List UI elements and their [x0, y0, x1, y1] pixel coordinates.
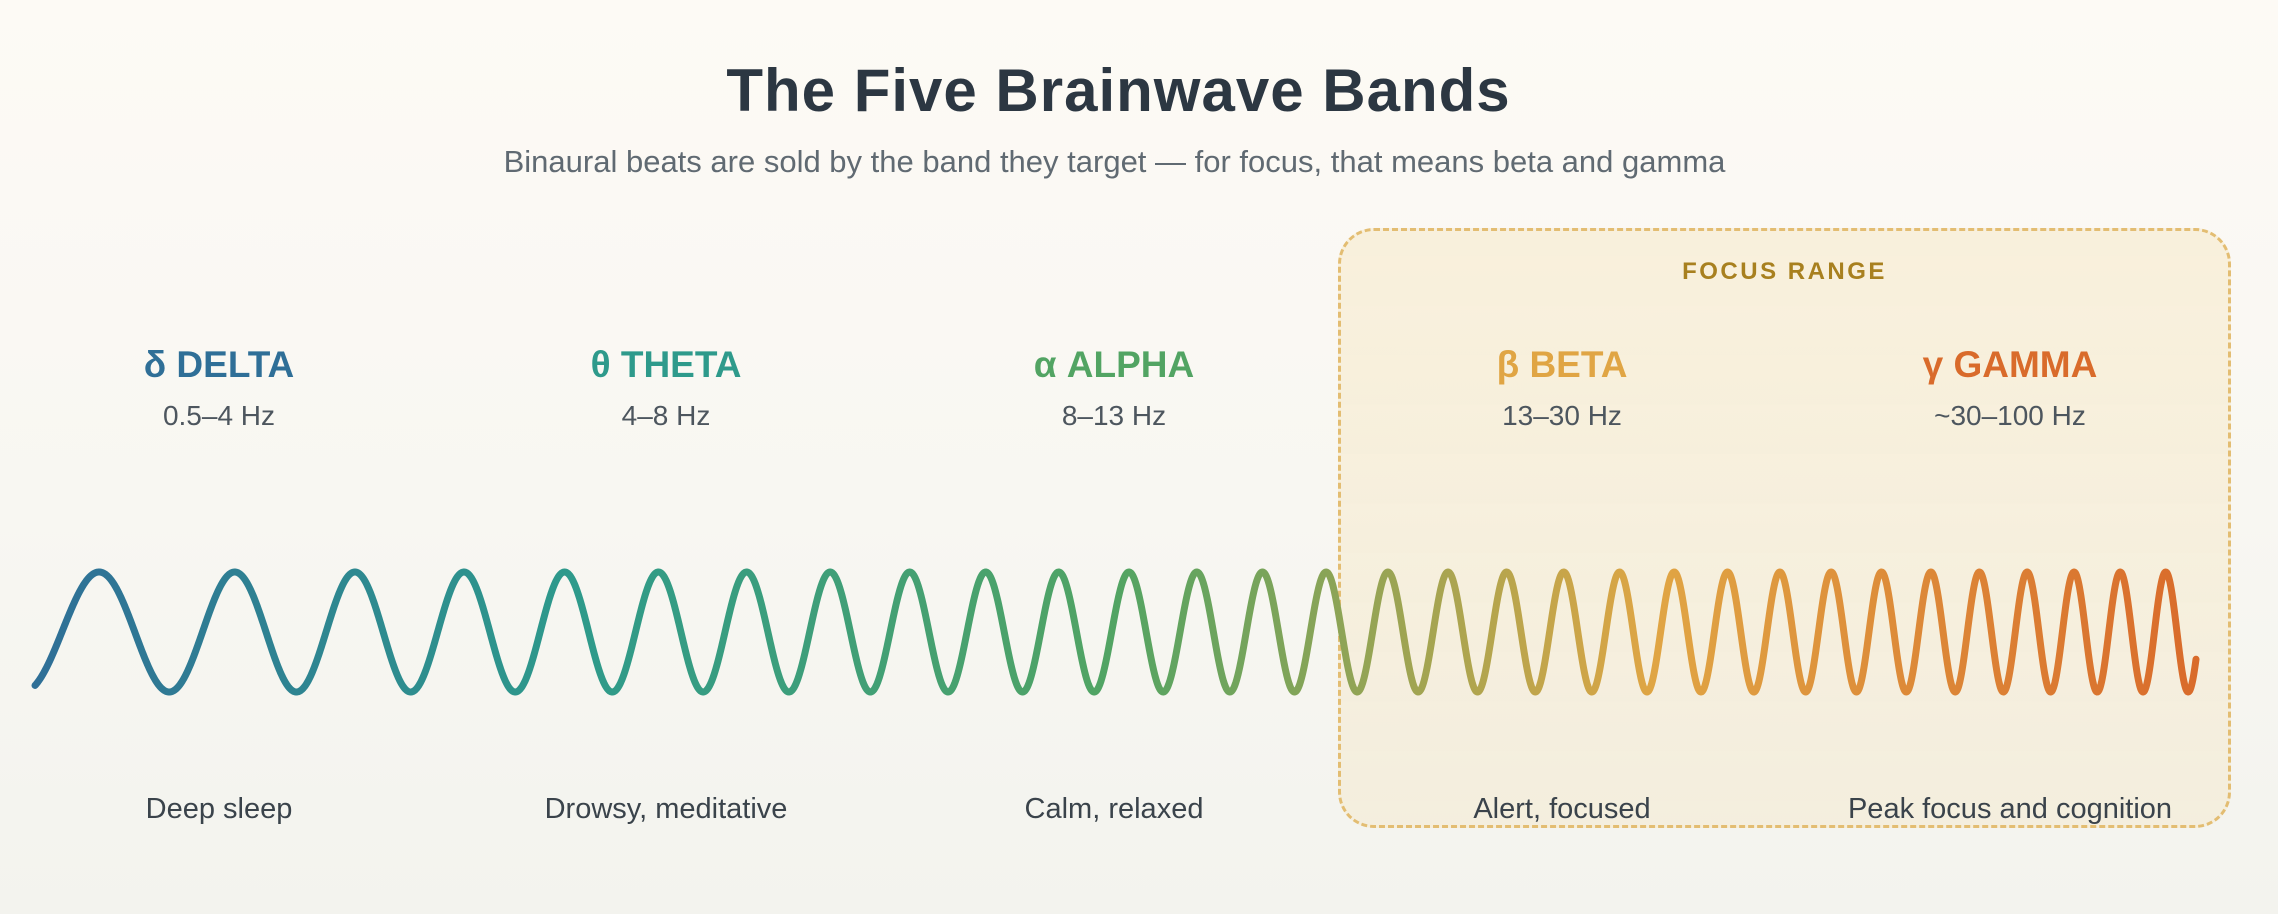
band-name-gamma: γ GAMMA	[1922, 344, 2098, 385]
band-frequency-gamma: ~30–100 Hz	[1934, 400, 2086, 431]
band-description-gamma: Peak focus and cognition	[1847, 793, 2173, 825]
band-frequency-delta: 0.5–4 Hz	[162, 400, 276, 431]
focus-range-box	[1338, 228, 2231, 828]
band-description-delta: Deep sleep	[145, 793, 293, 825]
band-name-theta: θ THETA	[590, 344, 742, 385]
band-description-alpha: Calm, relaxed	[1024, 793, 1204, 825]
band-frequency-beta: 13–30 Hz	[1502, 400, 1622, 431]
brainwave-line	[31, 568, 2200, 696]
page-title: The Five Brainwave Bands	[726, 57, 1511, 124]
band-name-alpha: α ALPHA	[1033, 344, 1195, 385]
band-frequency-theta: 4–8 Hz	[621, 400, 711, 431]
band-name-delta: δ DELTA	[143, 344, 295, 385]
brainwave-sweep	[31, 568, 2200, 696]
band-description-theta: Drowsy, meditative	[544, 793, 788, 825]
focus-range-label: FOCUS RANGE	[1682, 258, 1887, 285]
band-name-beta: β BETA	[1496, 344, 1628, 385]
band-frequency-alpha: 8–13 Hz	[1061, 400, 1167, 431]
page-subtitle: Binaural beats are sold by the band they…	[503, 144, 1726, 179]
band-description-beta: Alert, focused	[1473, 793, 1651, 825]
